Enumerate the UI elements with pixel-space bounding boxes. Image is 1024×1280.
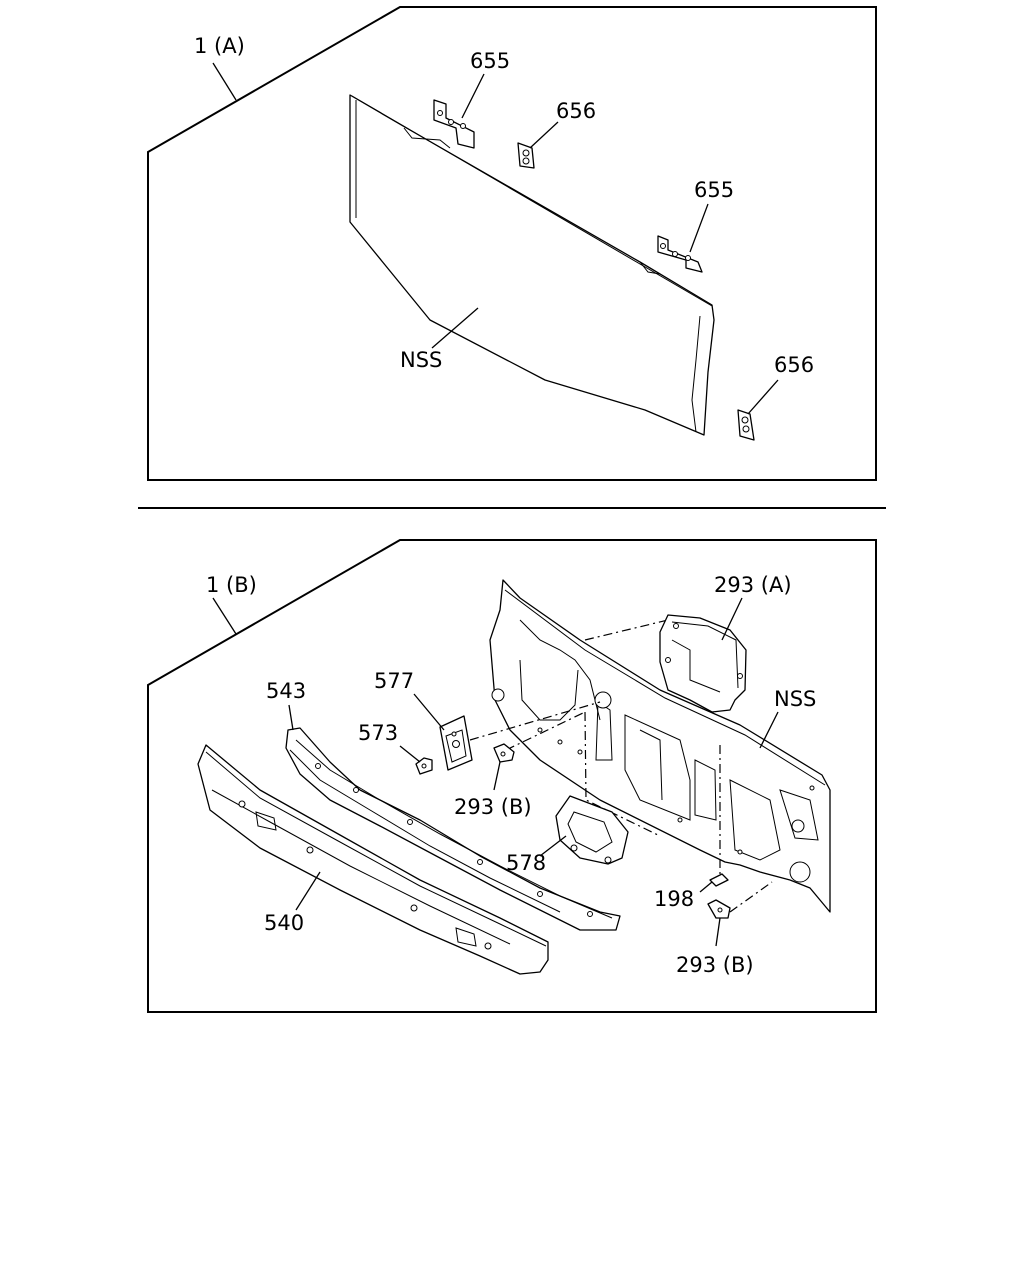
label-578: 578 [506,851,546,875]
label-656-top: 656 [556,99,596,123]
alignment-line-293b-right [729,881,773,913]
label-198: 198 [654,887,694,911]
label-543: 543 [266,679,306,703]
group-label-leader [212,62,237,101]
nss-leader [431,307,479,349]
label-655-top: 655 [470,49,510,73]
lower-view: 1 (B) NSS [147,539,877,1013]
label-577: 577 [374,669,414,693]
upper-view: 1 (A) NSS 655 656 [147,6,877,481]
bracket-655-top [433,99,475,149]
alignment-line-577 [469,701,601,741]
leader-656-bottom [747,379,779,415]
part-543 [285,727,621,931]
alignment-line-293b-left [505,711,586,751]
alignment-line-293a [584,619,669,641]
label-293b-left: 293 (B) [454,795,532,819]
group-label-1b: 1 (B) [206,573,257,597]
label-nss-upper: NSS [400,348,442,372]
leader-577 [413,693,445,731]
leader-655-top [461,73,485,119]
label-655-right: 655 [694,178,734,202]
bracket-655-right [657,235,703,273]
part-293b-left [493,743,515,763]
part-577 [439,715,473,771]
label-540: 540 [264,911,304,935]
leader-573 [399,745,421,763]
part-198 [709,873,729,887]
leader-578 [539,835,567,857]
group-label-1a: 1 (A) [194,34,245,58]
bracket-656-bottom [737,409,755,441]
lower-view-frame [147,539,877,1013]
leader-655-right [689,203,709,253]
leader-656-top [529,121,559,149]
bracket-656-top [517,142,535,169]
part-293b-right [707,899,731,919]
leader-293b-right [715,917,721,947]
part-540 [197,744,549,975]
part-293a [659,614,747,713]
leader-198 [699,881,713,893]
leader-293b-left [493,761,501,791]
leader-543 [288,704,294,731]
dash-panel-nss [489,579,831,913]
leader-293a [721,597,743,641]
panel-nss [349,94,715,436]
label-293b-right: 293 (B) [676,953,754,977]
leader-540 [295,871,321,911]
label-656-bottom: 656 [774,353,814,377]
label-293a: 293 (A) [714,573,792,597]
group-label-leader-b [212,597,237,635]
part-578 [555,795,629,865]
label-573: 573 [358,721,398,745]
label-nss-lower: NSS [774,687,816,711]
upper-view-frame [147,6,877,481]
nss-leader-lower [759,711,779,749]
